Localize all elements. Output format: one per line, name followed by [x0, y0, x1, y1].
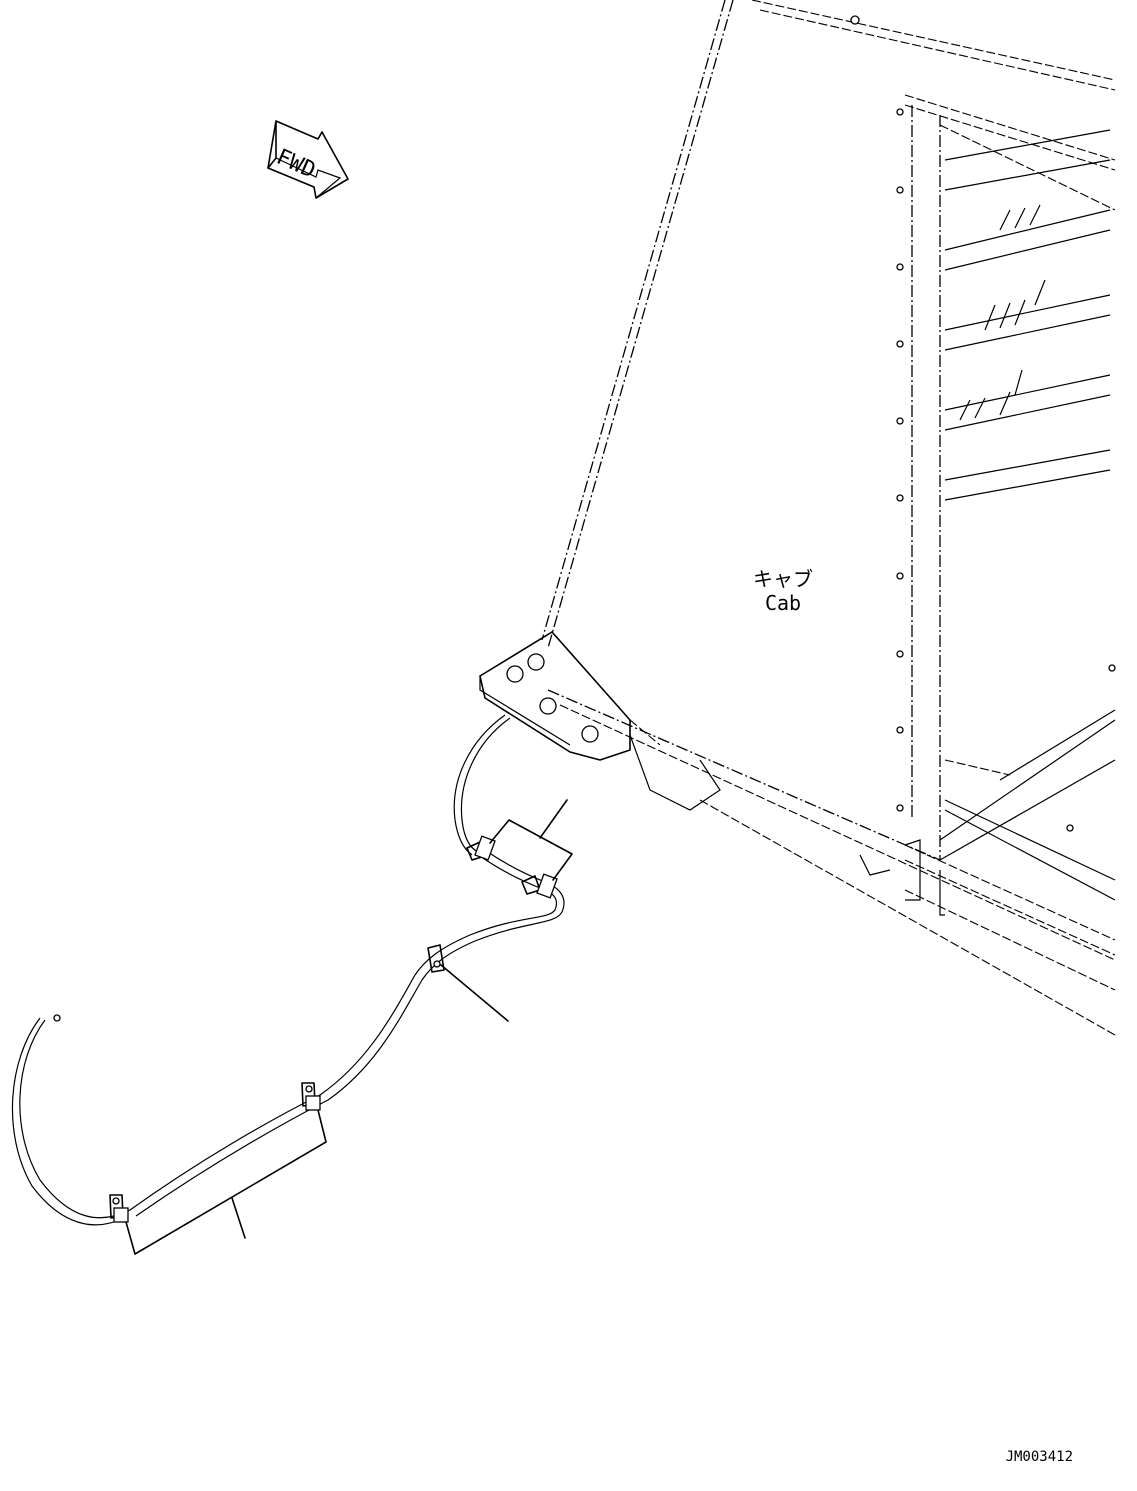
fwd-arrow-label: FWD [273, 145, 319, 184]
cab-label-japanese: キャブ [753, 567, 813, 591]
cab-label-english: Cab [765, 591, 801, 615]
mount-plate [479, 631, 631, 761]
forward-arrow-icon: FWD [267, 120, 349, 199]
drawing-id: JM003412 [1006, 1449, 1073, 1465]
cab-body [541, 0, 1116, 1036]
rivet-row [850, 15, 1116, 832]
clamp-group [109, 835, 558, 1223]
leader-lines [125, 799, 573, 1255]
wire-harness [11, 714, 565, 1226]
